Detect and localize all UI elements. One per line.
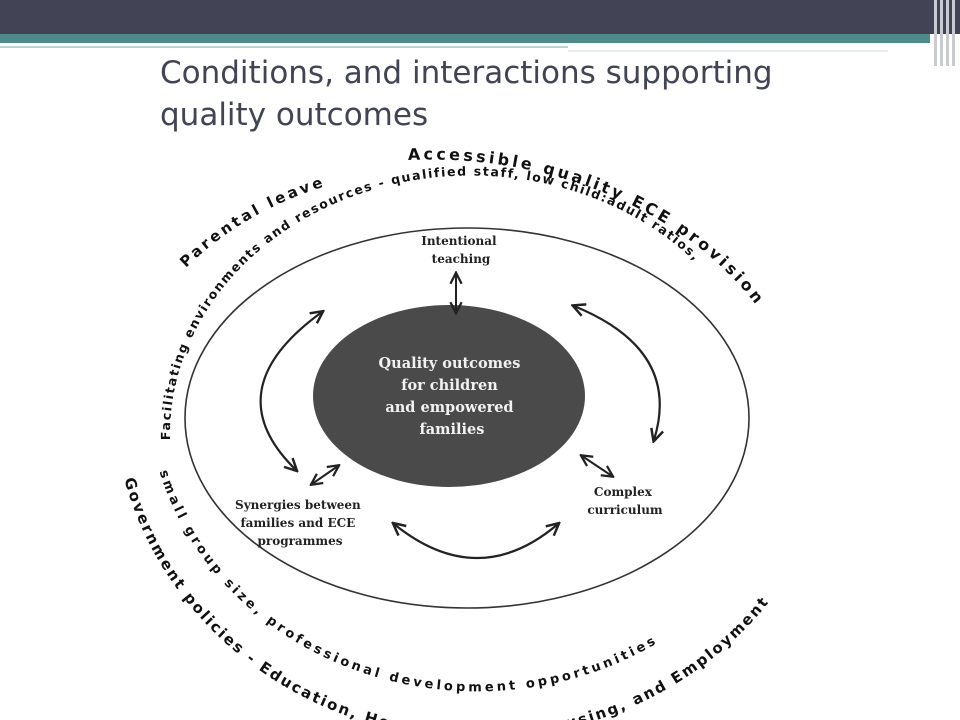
center-line-4: families (420, 421, 485, 438)
node-complex-curriculum: Complex curriculum (587, 485, 663, 517)
header-right-rail (930, 0, 960, 66)
node-intentional-teaching: Intentional teaching (421, 234, 501, 266)
center-line-2: for children (401, 377, 498, 394)
header-accent-stripe (0, 34, 930, 43)
cycle-arrow-bottom (394, 524, 558, 559)
cycle-arrow-left (259, 312, 322, 470)
double-arrow-right (582, 456, 612, 476)
header-divider-line-right (568, 50, 888, 52)
center-line-3: and empowered (385, 399, 513, 416)
outer-ellipse (184, 227, 750, 609)
slide-title: Conditions, and interactions supporting … (160, 55, 773, 133)
concentric-diagram: Quality outcomes for children and empowe… (120, 144, 770, 720)
center-line-1: Quality outcomes (379, 355, 521, 372)
cycle-arrow-right (574, 306, 660, 440)
double-arrow-left (312, 466, 338, 484)
header-divider-line (0, 46, 568, 48)
center-ellipse (313, 305, 585, 487)
arc-small-group-size: small group size, professional developme… (156, 468, 661, 695)
node-synergies: Synergies between families and ECE progr… (235, 498, 365, 548)
header-band (0, 0, 960, 34)
center-label: Quality outcomes for children and empowe… (379, 355, 526, 438)
